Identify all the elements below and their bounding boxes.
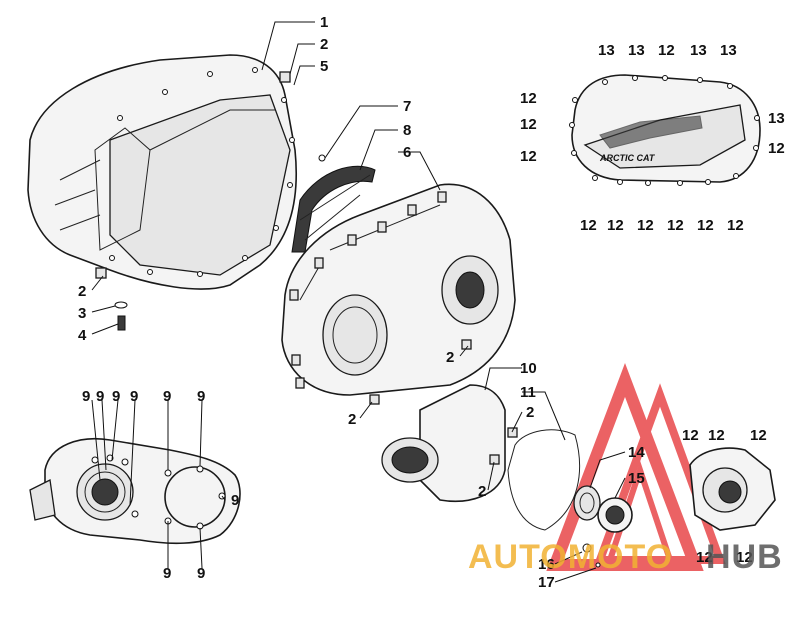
cover-rear-view[interactable]: [29, 438, 241, 545]
callout-2: 2: [320, 36, 328, 53]
dowel-pin-cover-right: [461, 339, 472, 350]
callout-2: 2: [78, 283, 86, 300]
callout-12: 12: [708, 427, 725, 444]
callout-12: 12: [520, 90, 537, 107]
callout-5: 5: [320, 58, 328, 75]
outer-clutch-cover[interactable]: [281, 183, 516, 396]
watermark-text: AUTOMOTO HUB: [468, 538, 783, 576]
callout-16: 16: [538, 556, 555, 573]
callout-12: 12: [750, 427, 767, 444]
cover-bolts: [289, 191, 447, 389]
callout-9: 9: [130, 388, 138, 405]
watermark-triangle-left: [546, 363, 704, 571]
callout-13: 13: [690, 42, 707, 59]
cap-screw: [117, 315, 126, 331]
watermark-triangle-right: [594, 383, 726, 564]
snap-ring: [582, 543, 592, 553]
callout-9: 9: [163, 565, 171, 582]
callout-12: 12: [736, 549, 753, 566]
callout-9: 9: [82, 388, 90, 405]
callout-2: 2: [348, 411, 356, 428]
callout-9: 9: [231, 492, 239, 509]
callout-14: 14: [628, 444, 645, 461]
callout-9: 9: [96, 388, 104, 405]
retainer-pin: [595, 562, 601, 568]
callout-7: 7: [403, 98, 411, 115]
callout-11: 11: [520, 384, 536, 401]
watermark-brand-part1: AUTOMOTO: [468, 538, 673, 576]
callout-13: 13: [598, 42, 615, 59]
callout-12: 12: [637, 217, 654, 234]
callout-1: 1: [320, 14, 328, 31]
callout-8: 8: [403, 122, 411, 139]
dowel-pin-upper: [279, 71, 291, 83]
outer-cover-emblem-view[interactable]: ARCTIC CAT: [571, 74, 761, 183]
callout-12: 12: [697, 217, 714, 234]
callout-9: 9: [197, 565, 205, 582]
air-intake-duct[interactable]: [381, 384, 506, 502]
callout-12: 12: [768, 140, 785, 157]
callout-12: 12: [682, 427, 699, 444]
emblem-brand-text: ARCTIC CAT: [599, 153, 656, 163]
watermark-brand-part2: HUB: [706, 538, 783, 576]
housing-perimeter-bolts: [109, 67, 295, 277]
callout-10: 10: [520, 360, 537, 377]
callout-2: 2: [478, 483, 486, 500]
callout-15: 15: [628, 470, 645, 487]
dowel-pin-lower: [95, 267, 107, 279]
dowel-pin-cover-bottom: [369, 394, 380, 405]
callout-12: 12: [520, 148, 537, 165]
callout-13: 13: [768, 110, 785, 127]
washer: [114, 301, 128, 309]
screw-7: [318, 154, 326, 162]
oil-seal: [573, 485, 601, 521]
callout-12: 12: [607, 217, 624, 234]
callout-13: 13: [628, 42, 645, 59]
callout-17: 17: [538, 574, 555, 591]
callout-12: 12: [667, 217, 684, 234]
belt-guard-shield: [291, 165, 376, 253]
callout-labels: 1 2 5 2 3 4 7 8 6 2 2 10 11 2 2 14 15 16…: [78, 14, 785, 591]
housing-end-view[interactable]: [689, 447, 776, 531]
callout-3: 3: [78, 305, 86, 322]
callout-2: 2: [526, 404, 534, 421]
inner-clutch-housing[interactable]: [27, 54, 298, 290]
callout-6: 6: [403, 144, 411, 161]
callout-9: 9: [112, 388, 120, 405]
emblem-cover-screws: [569, 75, 760, 186]
callout-12: 12: [520, 116, 537, 133]
callout-12: 12: [696, 549, 713, 566]
dowel-pin-duct-upper: [507, 427, 518, 438]
callout-12: 12: [580, 217, 597, 234]
duct-gasket: [507, 429, 581, 531]
callout-12: 12: [727, 217, 744, 234]
callout-13: 13: [720, 42, 737, 59]
callout-12: 12: [658, 42, 675, 59]
callout-2: 2: [446, 349, 454, 366]
dowel-pin-duct-lower: [489, 454, 500, 465]
leader-lines: [91, 21, 626, 583]
callout-9: 9: [163, 388, 171, 405]
callout-4: 4: [78, 327, 87, 344]
callout-9: 9: [197, 388, 205, 405]
